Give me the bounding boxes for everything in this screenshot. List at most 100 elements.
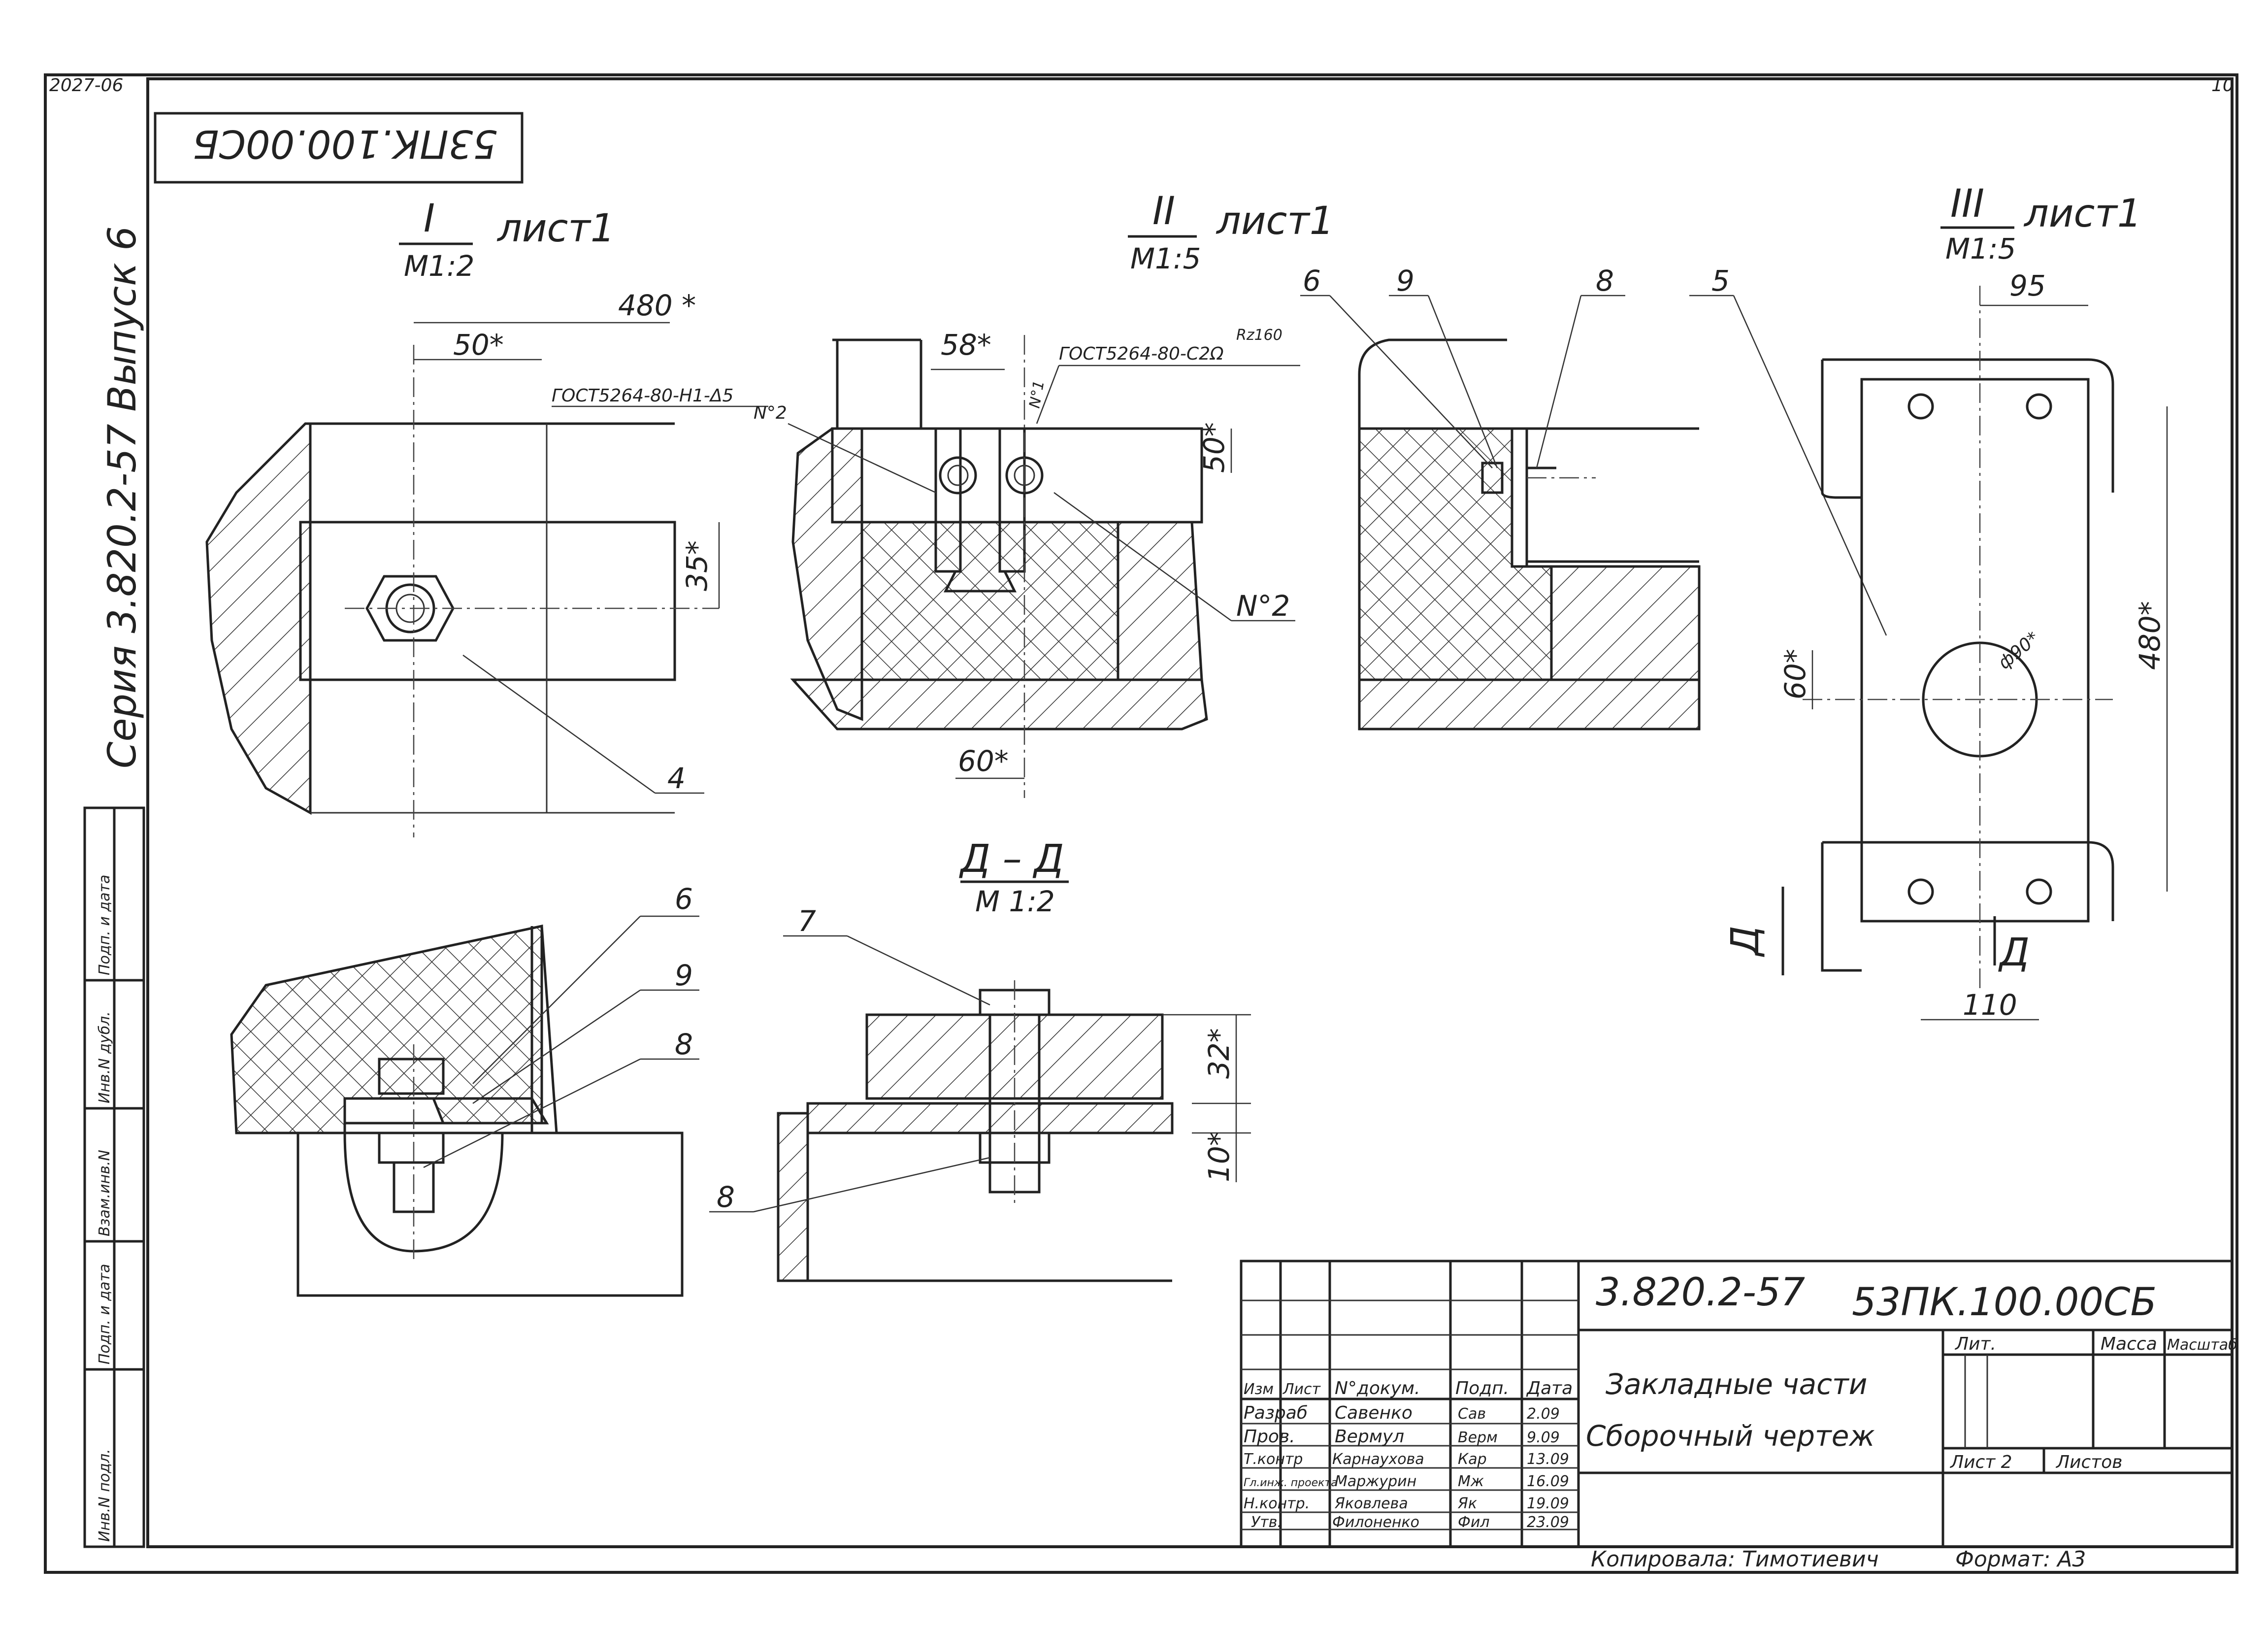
tb-row-3: Т.контр Карнаухова Кар 13.09 [1244,1451,1569,1468]
tb-sheets: Листов [2055,1452,2122,1472]
view4-section-mark-left: Д [1723,926,1768,957]
view-4: III М1:5 лист1 95 480* 60* ф90* 110 Д Д [1723,182,2168,1022]
tb-name-2: Сборочный чертеж [1586,1419,1875,1453]
side-strip-label-1: Инв.N подл. [96,1449,113,1542]
svg-text:Пров.: Пров. [1244,1427,1295,1447]
view2-dim-60: 60* [958,744,1009,778]
view4-sheet: лист1 [2023,192,2142,236]
view3-callout-9: 9 [1396,264,1414,298]
svg-text:Верм: Верм [1458,1429,1498,1446]
view1-dim-50: 50* [453,328,504,362]
svg-text:Филоненко: Филоненко [1332,1514,1419,1531]
side-strip-label-4: Инв.N дубл. [96,1011,113,1103]
view2-scale: М1:5 [1130,242,1201,275]
tb-mass: Масса [2101,1334,2157,1354]
svg-text:Савенко: Савенко [1335,1403,1413,1423]
view1-scale: М1:2 [404,249,474,283]
tb-scale: Масштаб [2167,1336,2237,1354]
tb-row-6: Утв. Филоненко Фил 23.09 [1251,1514,1569,1531]
view1-title: I [424,197,435,241]
view3-callout-5: 5 [1711,264,1730,298]
section-dim-32: 32* [1202,1028,1236,1079]
view1-weld: ГОСТ5264-80-Н1-Δ5 [552,386,733,406]
view4-section-mark-right: Д [1998,931,2030,975]
view2-sheet: лист1 [1216,199,1334,243]
svg-text:Н.контр.: Н.контр. [1244,1495,1310,1512]
view5-bolt-head [378,1058,445,1095]
view3-callout-6: 6 [1303,264,1321,298]
tb-head-doc: N°докум. [1335,1378,1420,1398]
side-strip-label-5: Подп. и дата [96,875,113,975]
tb-head-list: Лист [1282,1381,1321,1398]
svg-text:13.09: 13.09 [1527,1451,1569,1468]
svg-text:Вермул: Вермул [1335,1427,1404,1447]
svg-text:Сав: Сав [1458,1405,1486,1423]
view1-bolt-nut [365,575,455,642]
inner-frame [146,77,2234,1548]
footer-copied: Копировала: Тимотиевич [1591,1547,1879,1572]
section-scale: М 1:2 [975,885,1055,918]
tb-head-date: Дата [1526,1378,1573,1398]
view4-plate [1860,378,2090,923]
svg-text:Разраб: Разраб [1244,1403,1308,1423]
view1-sheet: лист1 [496,206,615,251]
view1-plate [299,521,676,681]
svg-text:9.09: 9.09 [1527,1429,1560,1446]
view2-hatched-right [1117,521,1203,681]
tb-head-izm: Изм [1244,1381,1274,1398]
view1-dim-35: 35* [680,540,714,591]
tb-head-sign: Подп. [1455,1378,1509,1398]
view-5: 6 9 8 [230,882,699,1297]
view2-weld: ГОСТ5264-80-С2Ω [1059,344,1224,364]
series-vertical: Серия 3.820.2-57 Выпуск 6 [100,226,145,768]
tb-sheet: Лист 2 [1949,1452,2012,1472]
view-1: I М1:2 лист1 480 * 50* 35* ГОСТ5264-80-Н… [205,197,768,837]
view2-mark-no1: N°1 [1026,379,1048,410]
svg-text:2.09: 2.09 [1527,1405,1560,1423]
tb-lit: Лит. [1954,1334,1996,1354]
side-strip: Инв.N подл. Подп. и дата Взам.инв.N Инв.… [83,806,145,1548]
section-dim-10: 10* [1202,1131,1236,1182]
view2-mark-no2-right: N°2 [1236,589,1290,623]
tb-row-1: Разраб Савенко Сав 2.09 [1244,1403,1560,1423]
side-strip-label-2: Подп. и дата [96,1264,113,1364]
view5-callout-6: 6 [675,882,693,916]
section-dd: Д – Д М 1:2 32* 10* 7 8 [709,837,1251,1282]
view2-dim-58: 58* [941,328,991,362]
view5-crosshatch [230,924,543,1134]
tb-row-4: Гл.инж. проекта Маржурин Мж 16.09 [1244,1473,1569,1490]
corner-top-left: 2027-06 [49,75,123,96]
view2-hatched-bottom [790,678,1208,731]
view3-callout-8: 8 [1596,264,1614,298]
tb-name-1: Закладные части [1606,1367,1868,1401]
section-callout-8: 8 [717,1180,735,1214]
view5-plate [296,1131,684,1297]
side-strip-label-3: Взам.инв.N [96,1150,113,1236]
svg-text:19.09: 19.09 [1527,1495,1569,1512]
view1-callout-4: 4 [667,762,686,795]
svg-text:Кар: Кар [1458,1451,1487,1468]
footer-format: Формат: А3 [1955,1547,2086,1572]
tb-row-5: Н.контр. Яковлева Як 19.09 [1244,1495,1569,1512]
view4-title: III [1950,182,1984,226]
svg-text:Мж: Мж [1458,1473,1484,1490]
view4-dim-480: 480* [2133,601,2167,670]
top-stamp-box [154,112,524,184]
view2-dim-50: 50* [1197,422,1231,473]
svg-text:Карнаухова: Карнаухова [1332,1451,1424,1468]
svg-text:Як: Як [1457,1495,1477,1512]
view2-hatched-left [791,427,863,721]
view-3: 6 9 8 5 [1300,264,1887,731]
view3-crosshatch [1358,427,1553,681]
view4-scale: М1:5 [1945,232,2016,266]
view-2: II М1:5 лист1 58* 50* 60* ГОСТ5264-80-С2… [754,189,1334,798]
section-title: Д – Д [959,837,1064,881]
svg-text:Фил: Фил [1458,1514,1490,1531]
view5-callout-8: 8 [675,1028,693,1061]
svg-text:Т.контр: Т.контр [1244,1451,1303,1468]
view1-dim-480: 480 * [618,289,696,322]
tb-series: 3.820.2-57 [1596,1270,1805,1315]
svg-text:16.09: 16.09 [1527,1473,1569,1490]
view1-hatched-body [205,422,312,815]
